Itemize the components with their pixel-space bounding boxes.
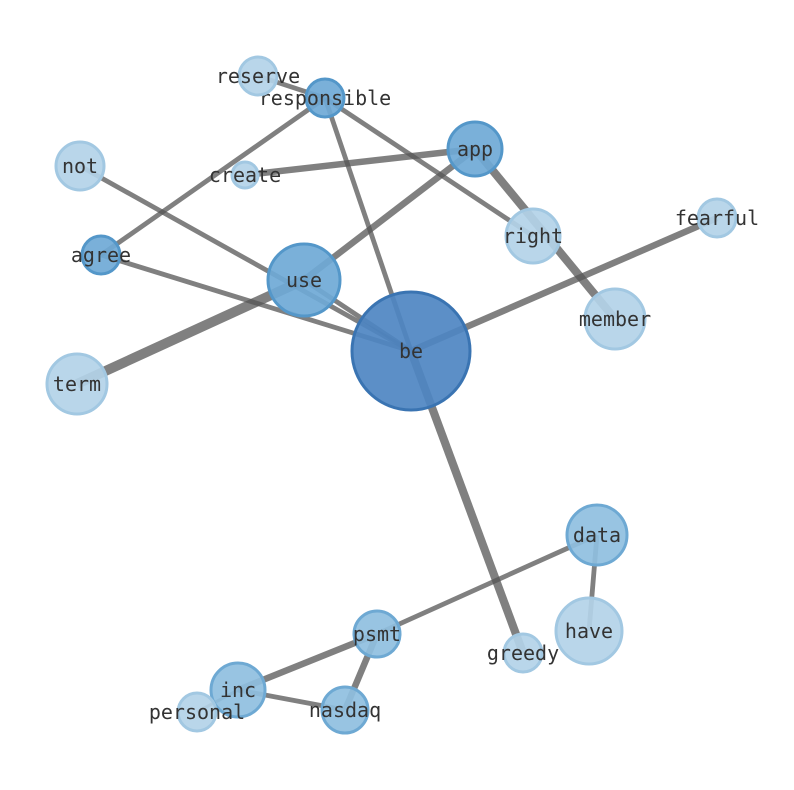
node-circle-greedy [502,632,544,674]
node-right: right [503,207,563,265]
node-inc: inc [209,661,267,719]
node-reserve: reserve [216,55,300,97]
node-label-create: create [209,163,281,187]
node-label-app: app [457,137,493,161]
node-circle-member [583,287,647,351]
node-have: have [554,596,624,666]
node-circle-use [266,242,342,318]
edge-responsible-right [323,96,535,238]
node-fearful: fearful [675,197,759,239]
node-label-have: have [565,619,613,643]
node-data: data [565,503,629,567]
node-circle-reserve [237,55,279,97]
node-circle-not [54,140,106,192]
node-label-not: not [62,154,98,178]
node-label-personal: personal [149,700,245,724]
node-use: use [266,242,342,318]
node-circle-fearful [696,197,738,239]
node-label-fearful: fearful [675,206,759,230]
edge-app-create [244,145,476,179]
node-circle-have [554,596,624,666]
node-label-inc: inc [220,678,256,702]
node-be: be [350,290,472,412]
node-greedy: greedy [487,632,559,674]
node-circle-right [504,207,562,265]
node-circle-create [230,160,260,190]
node-circle-agree [80,234,122,276]
node-circle-inc [209,661,267,719]
node-label-term: term [53,372,101,396]
node-circle-be [350,290,472,412]
node-circle-personal [176,691,218,733]
node-app: app [446,120,504,178]
node-circle-responsible [304,77,346,119]
node-create: create [209,160,281,190]
node-nasdaq: nasdaq [309,685,381,735]
node-label-member: member [579,307,651,331]
node-term: term [45,352,109,416]
node-label-right: right [503,224,563,248]
node-responsible: responsible [259,77,391,119]
edge-data-psmt [376,532,598,637]
edge-responsible-agree [99,96,327,257]
node-label-use: use [286,268,322,292]
node-member: member [579,287,651,351]
node-label-responsible: responsible [259,86,391,110]
node-circle-nasdaq [320,685,370,735]
node-not: not [54,140,106,192]
node-circle-data [565,503,629,567]
edge-be-not [78,163,413,354]
node-agree: agree [71,234,131,276]
node-label-greedy: greedy [487,641,559,665]
node-label-data: data [573,523,621,547]
node-layer: be use app responsible agree data psmt inc nasda… [45,55,759,735]
node-label-reserve: reserve [216,64,300,88]
node-label-psmt: psmt [353,622,401,646]
node-label-nasdaq: nasdaq [309,698,381,722]
node-circle-term [45,352,109,416]
node-circle-psmt [352,609,402,659]
node-label-agree: agree [71,243,131,267]
node-personal: personal [149,691,245,733]
edge-term-use [74,275,307,389]
node-label-be: be [399,339,423,363]
node-circle-app [446,120,504,178]
node-psmt: psmt [352,609,402,659]
